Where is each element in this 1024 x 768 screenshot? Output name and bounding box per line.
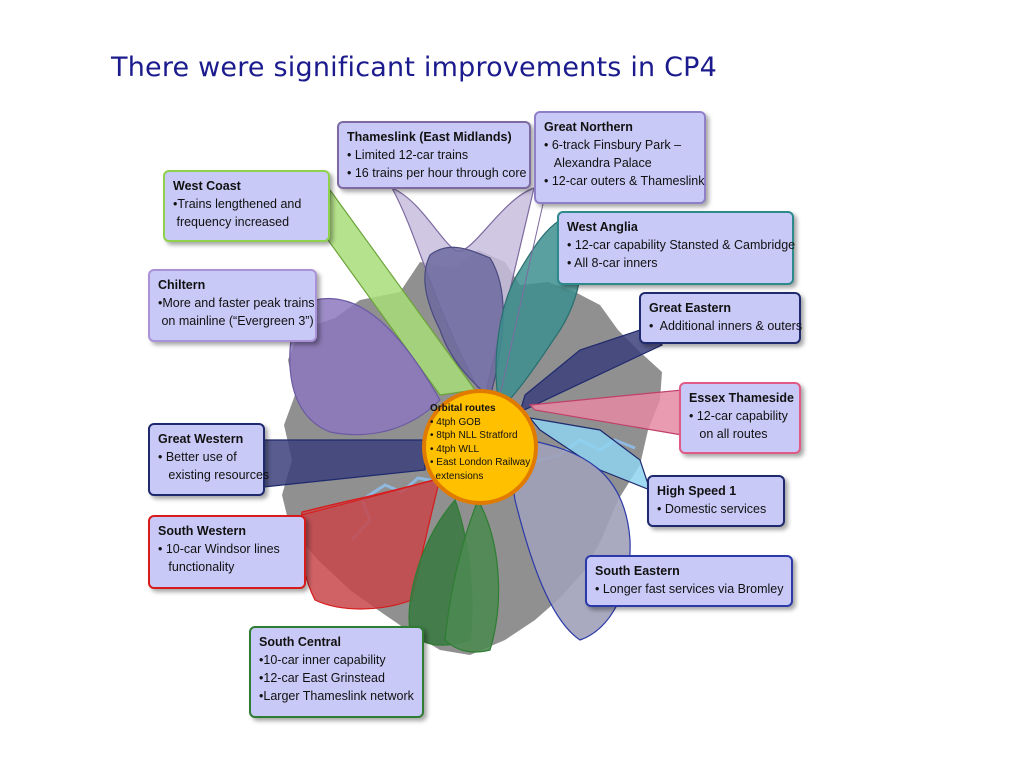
page-title: There were significant improvements in C…: [111, 52, 718, 83]
box-west-coast: West Coast •Trains lengthened and freque…: [163, 170, 330, 242]
box-heading: Great Western: [158, 432, 244, 446]
orbital-routes-bullet: • 4tph GOB: [430, 416, 481, 428]
box-heading: Essex Thameside: [689, 391, 794, 405]
box-heading: Great Eastern: [649, 301, 731, 315]
box-bullet: • All 8-car inners: [567, 256, 658, 270]
orbital-routes-bullet: • East London Railway: [430, 457, 531, 468]
box-bullet: • 12-car capability: [689, 409, 788, 423]
box-bullet: • Additional inners & outers: [649, 319, 803, 333]
orbital-routes-bullet: • 8tph NLL Stratford: [430, 430, 518, 441]
petal-chiltern: [289, 298, 441, 436]
box-bullet: • 10-car Windsor lines: [158, 542, 280, 556]
box-south-central: South Central •10-car inner capability •…: [249, 626, 424, 718]
box-essex-thameside: Essex Thameside • 12-car capability on a…: [679, 382, 801, 454]
box-heading: Thameslink (East Midlands): [347, 130, 512, 144]
box-bullet: • Domestic services: [657, 502, 767, 516]
box-bullet: existing resources: [158, 468, 270, 482]
box-bullet: • 16 trains per hour through core: [347, 166, 527, 180]
box-bullet: • Longer fast services via Bromley: [595, 582, 784, 596]
box-bullet: • 6-track Finsbury Park –: [544, 138, 682, 152]
box-heading: South Central: [259, 635, 341, 649]
box-bullet: •10-car inner capability: [259, 653, 386, 667]
orbital-routes-label: Orbital routes • 4tph GOB • 8tph NLL Str…: [430, 402, 530, 483]
box-south-western: South Western • 10-car Windsor lines fun…: [148, 515, 306, 589]
box-heading: West Coast: [173, 179, 241, 193]
orbital-routes-bullet: extensions: [430, 470, 484, 482]
box-west-anglia: West Anglia • 12-car capability Stansted…: [557, 211, 796, 285]
orbital-hub: [422, 389, 538, 505]
orbital-routes-heading: Orbital routes: [430, 403, 496, 414]
box-thameslink: Thameslink (East Midlands) • Limited 12-…: [337, 121, 531, 189]
box-heading: High Speed 1: [657, 484, 737, 498]
box-bullet: • 12-car outers & Thameslink: [544, 174, 705, 188]
box-high-speed-1: High Speed 1 • Domestic services: [647, 475, 785, 527]
box-bullet: • Limited 12-car trains: [347, 148, 469, 162]
box-south-eastern: South Eastern • Longer fast services via…: [585, 555, 793, 607]
box-heading: Chiltern: [158, 278, 206, 292]
connector-south-western: [301, 479, 436, 516]
box-great-northern: Great Northern • 6-track Finsbury Park –…: [534, 111, 706, 204]
box-heading: Great Northern: [544, 120, 633, 134]
box-heading: South Western: [158, 524, 246, 538]
box-heading: South Eastern: [595, 564, 680, 578]
box-great-eastern: Great Eastern • Additional inners & oute…: [639, 292, 803, 344]
box-great-western: Great Western • Better use of existing r…: [148, 423, 270, 496]
box-bullet: on all routes: [689, 427, 768, 441]
box-bullet: • Better use of: [158, 450, 237, 464]
box-bullet: on mainline (“Evergreen 3”): [158, 314, 314, 328]
box-bullet: frequency increased: [173, 215, 290, 229]
box-bullet: Alexandra Palace: [544, 156, 652, 170]
box-bullet: • 12-car capability Stansted & Cambridge: [567, 238, 796, 252]
petal-south-central-2: [444, 498, 500, 653]
box-bullet: •Larger Thameslink network: [259, 689, 414, 703]
box-bullet: •12-car East Grinstead: [259, 671, 385, 685]
connector-great-northern: [499, 194, 546, 396]
box-chiltern: Chiltern •More and faster peak trains on…: [148, 269, 317, 342]
orbital-routes-bullet: • 4tph WLL: [430, 443, 480, 455]
box-bullet: functionality: [158, 560, 235, 574]
box-bullet: •Trains lengthened and: [173, 197, 302, 211]
box-bullet: •More and faster peak trains: [158, 296, 315, 310]
box-heading: West Anglia: [567, 220, 638, 234]
